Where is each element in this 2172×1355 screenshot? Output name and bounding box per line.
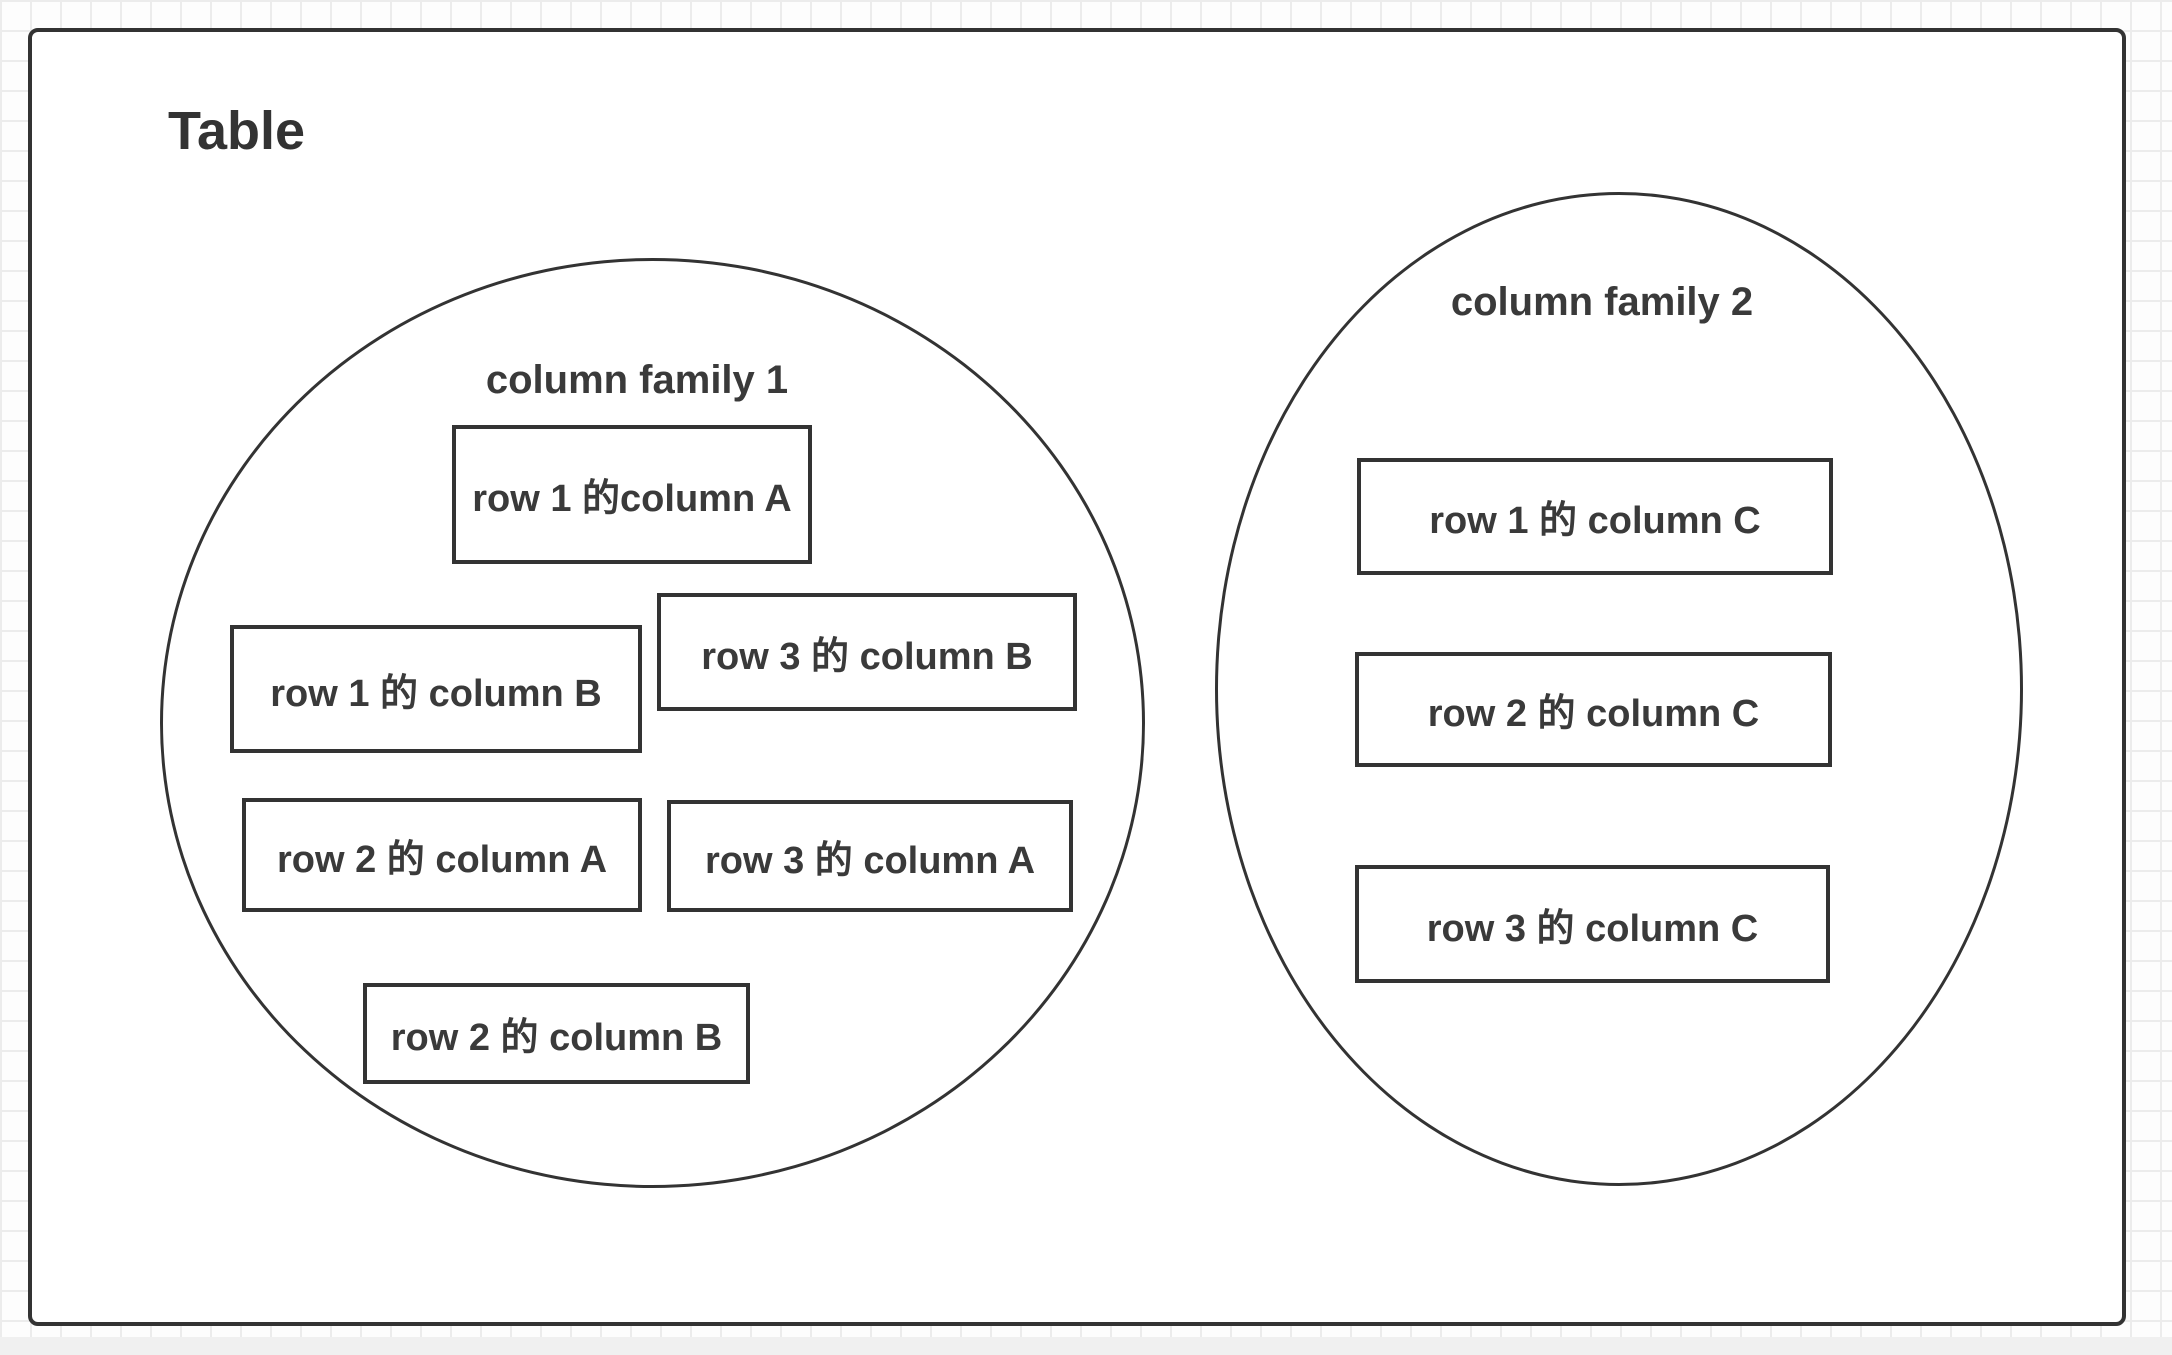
cell-row2-column-c-label: row 2 的 column C — [1427, 693, 1760, 735]
cell-row3-column-b[interactable]: row 3 的 column B — [657, 593, 1077, 711]
cell-row1-column-c[interactable]: row 1 的 column C — [1357, 458, 1833, 575]
cell-row1-column-b-label: row 1 的 column B — [270, 672, 602, 715]
canvas-bottom-band — [0, 1337, 2172, 1355]
cell-row1-column-a-label: row 1 的column A — [472, 478, 792, 520]
cell-row1-column-b[interactable]: row 1 的 column B — [230, 625, 642, 753]
cell-row3-column-a-label: row 3 的 column A — [704, 839, 1036, 882]
cell-row3-column-c[interactable]: row 3 的 column C — [1355, 865, 1830, 983]
cell-row2-column-b[interactable]: row 2 的 column B — [363, 983, 750, 1084]
cell-row3-column-c-label: row 3 的 column C — [1426, 907, 1759, 950]
cell-row1-column-a[interactable]: row 1 的column A — [452, 425, 812, 564]
cell-row2-column-a-label: row 2 的 column A — [276, 838, 608, 881]
cell-row2-column-c[interactable]: row 2 的 column C — [1355, 652, 1832, 767]
cell-row3-column-b-label: row 3 的 column B — [701, 635, 1033, 678]
cell-row3-column-a[interactable]: row 3 的 column A — [667, 800, 1073, 912]
cell-row2-column-b-label: row 2 的 column B — [390, 1017, 723, 1059]
table-title: Table — [168, 101, 306, 161]
cell-row1-column-c-label: row 1 的 column C — [1429, 500, 1761, 542]
column-family-2-label: column family 2 — [1450, 280, 1754, 324]
cell-row2-column-a[interactable]: row 2 的 column A — [242, 798, 642, 912]
column-family-1-label: column family 1 — [485, 358, 789, 402]
